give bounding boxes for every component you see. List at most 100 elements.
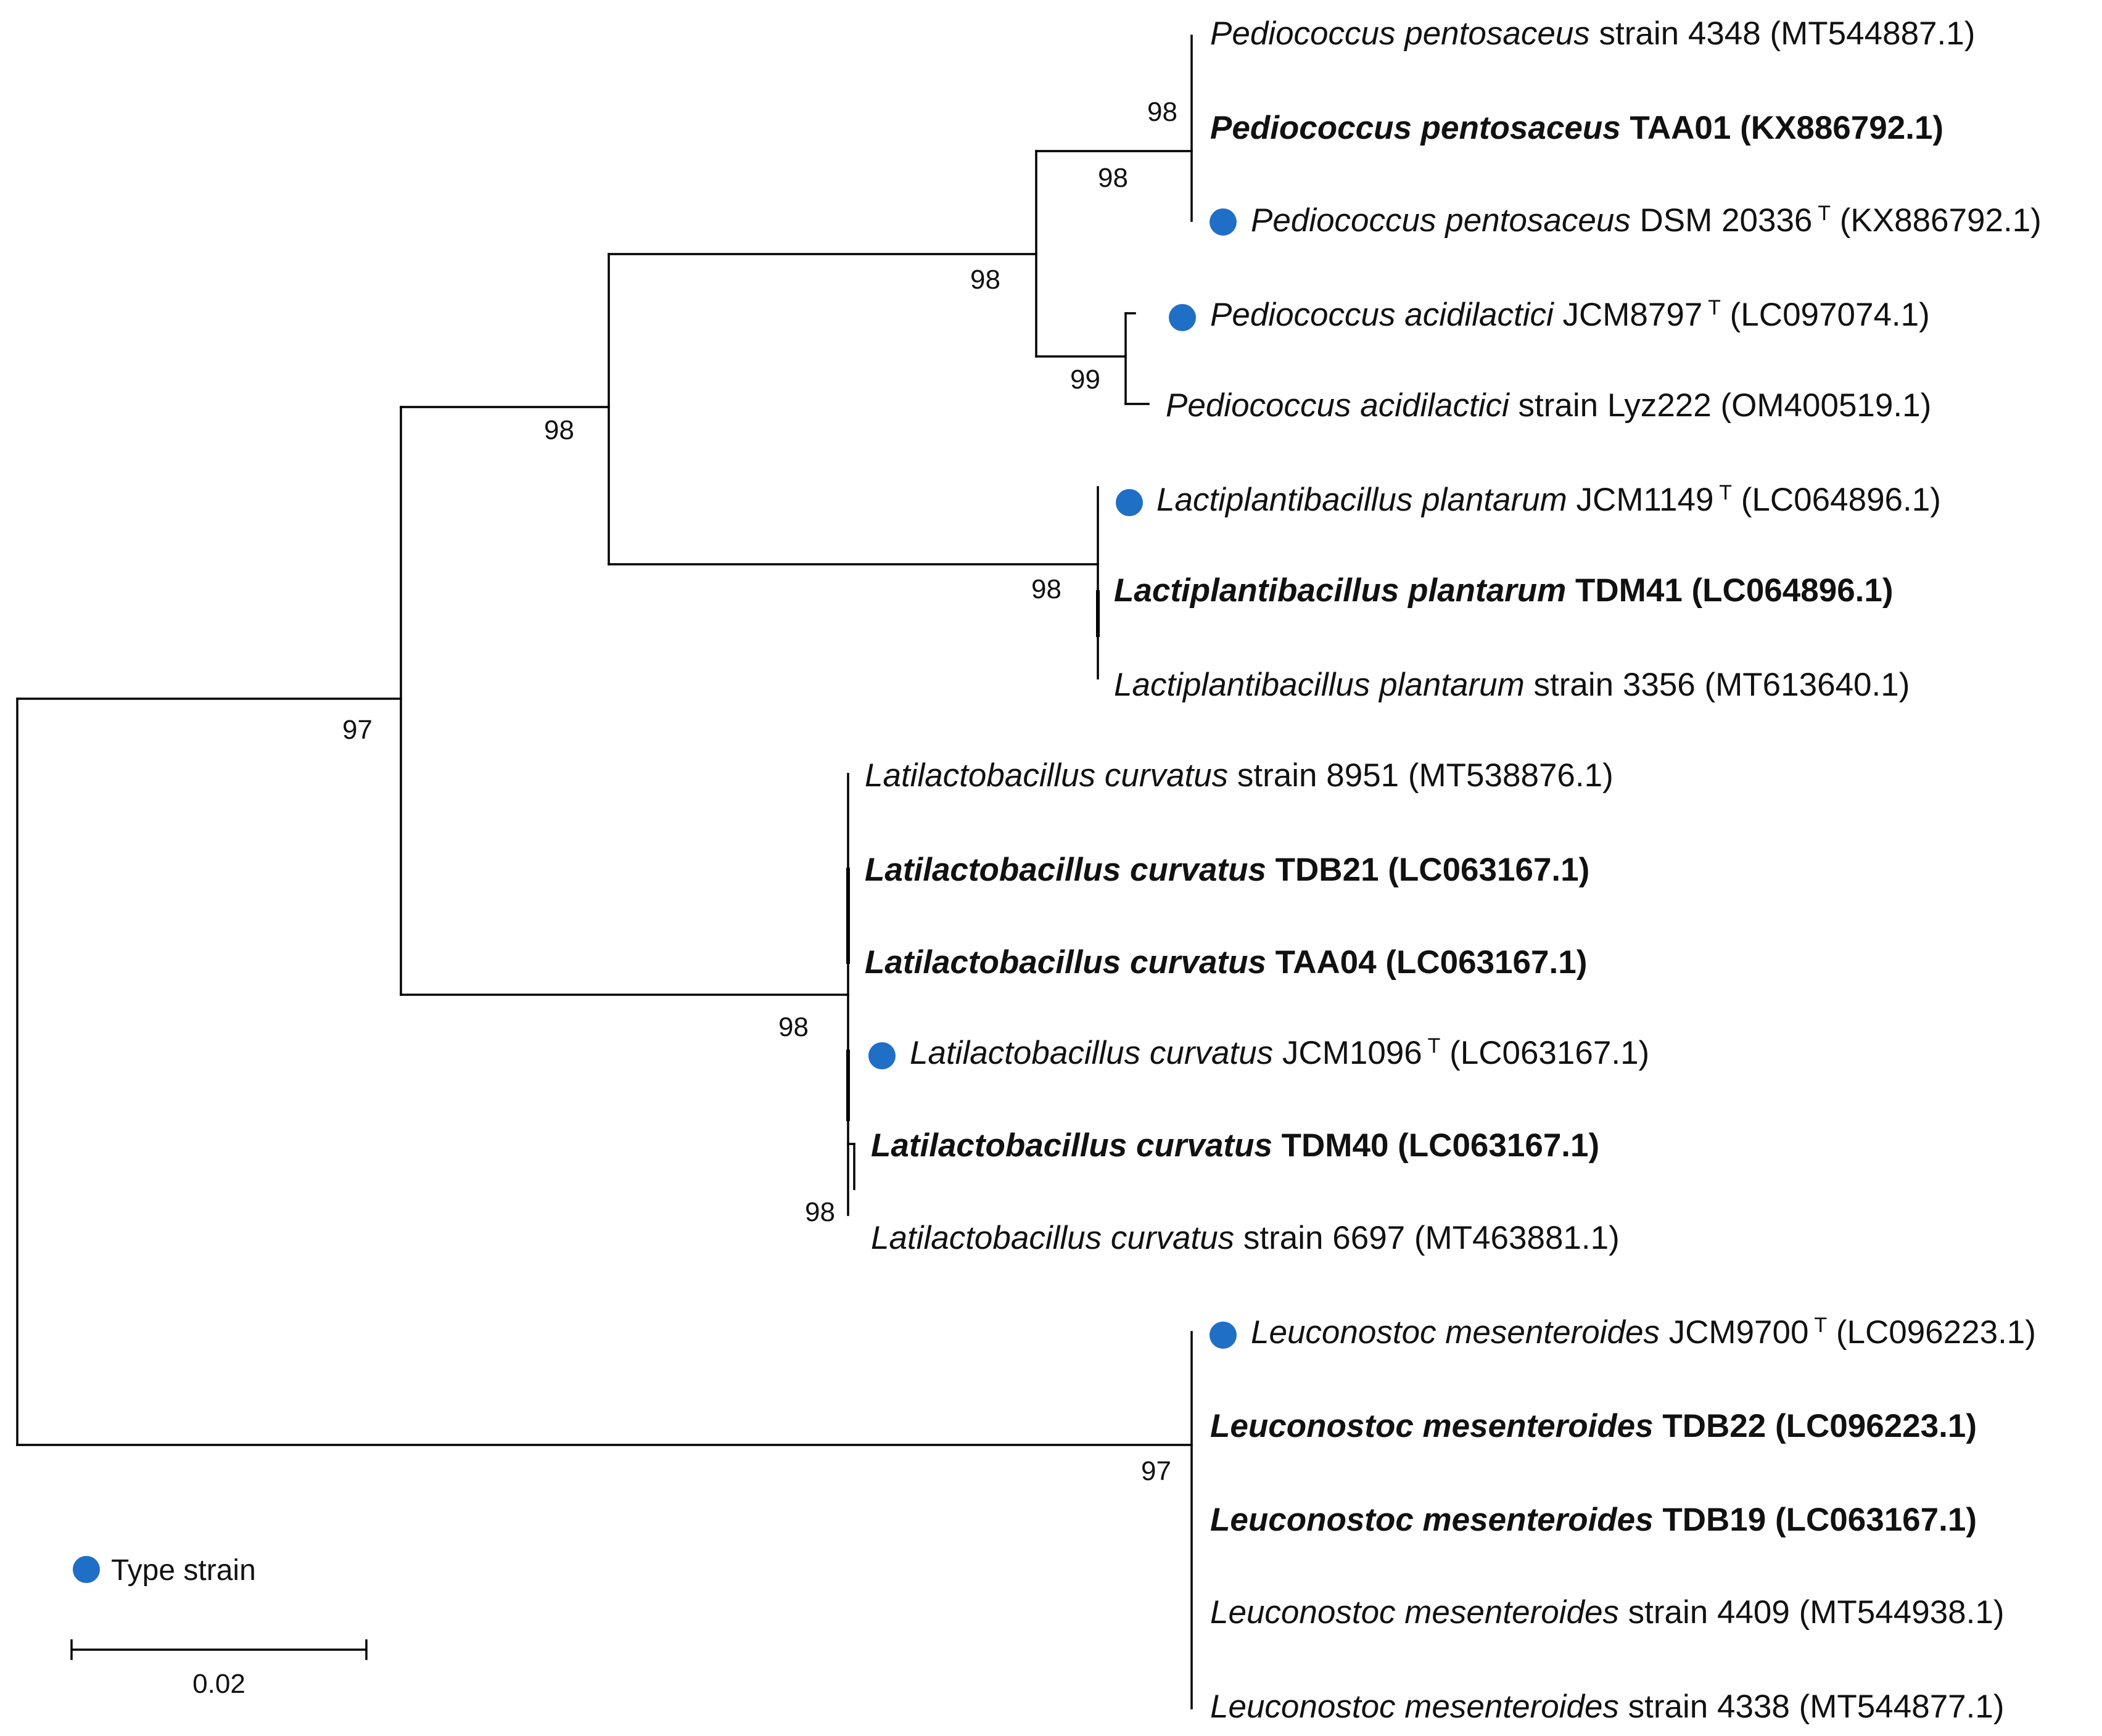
leaf-species: Lactiplantibacillus plantarum bbox=[1114, 572, 1566, 609]
type-strain-dot-icon bbox=[1210, 1322, 1237, 1349]
leaf-accession: (MT613640.1) bbox=[1696, 667, 1910, 703]
leaf-species: Lactiplantibacillus plantarum bbox=[1114, 667, 1525, 703]
leaf-accession: (LC063167.1) bbox=[1377, 944, 1588, 981]
leaf-accession: (MT544877.1) bbox=[1790, 1689, 2005, 1725]
leaf-strain: TAA04 bbox=[1266, 944, 1377, 981]
leaf-strain: JCM1096 bbox=[1273, 1035, 1422, 1071]
leaf-accession: (MT544938.1) bbox=[1790, 1594, 2005, 1631]
type-strain-dot-icon bbox=[1116, 489, 1143, 516]
leaf-strain: TDB22 bbox=[1654, 1408, 1766, 1444]
leaf-label: Pediococcus pentosaceus TAA01 (KX886792.… bbox=[1210, 110, 1943, 146]
leaf-label: Pediococcus acidilactici JCM8797 T (LC09… bbox=[1210, 296, 1930, 333]
leaf-strain: JCM8797 bbox=[1554, 297, 1703, 333]
leaf-species: Pediococcus pentosaceus bbox=[1251, 202, 1631, 239]
leaf-type-superscript: T bbox=[1422, 1034, 1441, 1058]
leaf-label: Leuconostoc mesenteroides TDB22 (LC09622… bbox=[1210, 1408, 1977, 1444]
leaf-strain: TDB19 bbox=[1654, 1502, 1766, 1538]
tree-branches bbox=[16, 35, 1193, 1709]
leaf-species: Latilactobacillus curvatus bbox=[865, 757, 1228, 794]
leaf-species: Latilactobacillus curvatus bbox=[871, 1220, 1234, 1256]
bootstrap-label: 98 bbox=[544, 415, 574, 445]
leaf-type-superscript: T bbox=[1702, 296, 1721, 319]
leaf-strain: JCM9700 bbox=[1660, 1314, 1809, 1351]
leaf-accession: (MT463881.1) bbox=[1405, 1220, 1620, 1256]
leaf-label: Latilactobacillus curvatus strain 6697 (… bbox=[871, 1220, 1620, 1256]
leaf-label: Pediococcus pentosaceus DSM 20336 T (KX8… bbox=[1251, 202, 2042, 239]
leaf-strain: TDM40 bbox=[1272, 1127, 1388, 1164]
leaf-strain: strain 4338 bbox=[1619, 1689, 1790, 1725]
leaf-label: Pediococcus acidilactici strain Lyz222 (… bbox=[1166, 387, 1931, 424]
leaf-label: Leuconostoc mesenteroides strain 4409 (M… bbox=[1210, 1594, 2005, 1631]
leaf-label: Lactiplantibacillus plantarum JCM1149 T … bbox=[1156, 481, 1941, 518]
tree-leaves: Pediococcus pentosaceus strain 4348 (MT5… bbox=[865, 15, 2042, 1725]
leaf-strain: DSM 20336 bbox=[1631, 202, 1813, 239]
legend: Type strain bbox=[73, 1554, 256, 1587]
leaf-type-superscript: T bbox=[1713, 481, 1732, 504]
leaf-strain: strain Lyz222 bbox=[1509, 387, 1712, 424]
leaf-species: Pediococcus acidilactici bbox=[1166, 387, 1510, 424]
leaf-label: Latilactobacillus curvatus strain 8951 (… bbox=[865, 757, 1614, 794]
leaf-label: Pediococcus pentosaceus strain 4348 (MT5… bbox=[1210, 15, 1975, 52]
leaf-species: Pediococcus pentosaceus bbox=[1210, 110, 1621, 146]
leaf-strain: strain 3356 bbox=[1525, 667, 1696, 703]
leaf-accession: (LC063167.1) bbox=[1440, 1035, 1649, 1071]
bootstrap-label: 98 bbox=[1147, 97, 1177, 127]
leaf-species: Lactiplantibacillus plantarum bbox=[1156, 482, 1567, 518]
leaf-accession: (MT544887.1) bbox=[1761, 15, 1976, 52]
leaf-accession: (LC064896.1) bbox=[1732, 482, 1941, 518]
leaf-species: Latilactobacillus curvatus bbox=[865, 852, 1266, 888]
leaf-label: Latilactobacillus curvatus JCM1096 T (LC… bbox=[910, 1034, 1649, 1071]
leaf-label: Leuconostoc mesenteroides TDB19 (LC06316… bbox=[1210, 1502, 1977, 1538]
leaf-species: Leuconostoc mesenteroides bbox=[1210, 1689, 1619, 1725]
leaf-species: Pediococcus pentosaceus bbox=[1210, 15, 1590, 52]
leaf-species: Pediococcus acidilactici bbox=[1210, 297, 1554, 333]
leaf-label: Latilactobacillus curvatus TAA04 (LC0631… bbox=[865, 944, 1587, 981]
leaf-accession: (KX886792.1) bbox=[1731, 110, 1943, 146]
leaf-type-superscript: T bbox=[1812, 202, 1831, 225]
bootstrap-values: 98 98 98 99 98 98 97 98 98 97 bbox=[342, 97, 1177, 1486]
scale-bar-line bbox=[70, 1639, 368, 1660]
leaf-label: Lactiplantibacillus plantarum strain 335… bbox=[1114, 667, 1910, 703]
bootstrap-label: 98 bbox=[1031, 574, 1061, 604]
leaf-accession: (KX886792.1) bbox=[1831, 202, 2042, 239]
leaf-strain: TAA01 bbox=[1621, 110, 1731, 146]
type-strain-dot-icon bbox=[1210, 208, 1237, 236]
leaf-strain: strain 8951 bbox=[1228, 757, 1399, 794]
bootstrap-label: 98 bbox=[778, 1012, 809, 1042]
bootstrap-label: 98 bbox=[805, 1197, 835, 1227]
leaf-accession: (LC063167.1) bbox=[1766, 1502, 1977, 1538]
bootstrap-label: 97 bbox=[342, 715, 373, 745]
leaf-strain: TDM41 bbox=[1566, 572, 1682, 609]
leaf-species: Leuconostoc mesenteroides bbox=[1251, 1314, 1660, 1351]
leaf-label: Latilactobacillus curvatus TDB21 (LC0631… bbox=[865, 852, 1589, 888]
bootstrap-label: 98 bbox=[1098, 163, 1128, 193]
leaf-accession: (LC096223.1) bbox=[1766, 1408, 1977, 1444]
leaf-strain: strain 4348 bbox=[1590, 15, 1761, 52]
leaf-accession: (OM400519.1) bbox=[1712, 387, 1931, 424]
scale-bar-label: 0.02 bbox=[192, 1669, 245, 1699]
leaf-accession: (LC063167.1) bbox=[1388, 1127, 1599, 1164]
leaf-strain: strain 4409 bbox=[1619, 1594, 1790, 1631]
leaf-species: Latilactobacillus curvatus bbox=[871, 1127, 1272, 1164]
leaf-accession: (LC097074.1) bbox=[1721, 297, 1930, 333]
leaf-accession: (MT538876.1) bbox=[1399, 757, 1614, 794]
type-strain-dot-icon bbox=[1169, 304, 1196, 331]
leaf-accession: (LC096223.1) bbox=[1827, 1314, 2036, 1351]
scale-bar: 0.02 bbox=[70, 1639, 368, 1699]
leaf-species: Latilactobacillus curvatus bbox=[910, 1035, 1273, 1071]
leaf-label: Lactiplantibacillus plantarum TDM41 (LC0… bbox=[1114, 572, 1894, 609]
leaf-species: Leuconostoc mesenteroides bbox=[1210, 1408, 1654, 1444]
bootstrap-label: 97 bbox=[1141, 1456, 1171, 1486]
leaf-species: Latilactobacillus curvatus bbox=[865, 944, 1266, 981]
legend-label: Type strain bbox=[111, 1554, 256, 1587]
leaf-strain: strain 6697 bbox=[1234, 1220, 1405, 1256]
bootstrap-label: 99 bbox=[1070, 364, 1100, 395]
leaf-label: Leuconostoc mesenteroides JCM9700 T (LC0… bbox=[1251, 1314, 2036, 1351]
leaf-type-superscript: T bbox=[1808, 1314, 1827, 1337]
bootstrap-label: 98 bbox=[970, 265, 1000, 295]
leaf-species: Leuconostoc mesenteroides bbox=[1210, 1502, 1654, 1538]
leaf-accession: (LC063167.1) bbox=[1379, 852, 1590, 888]
leaf-label: Leuconostoc mesenteroides strain 4338 (M… bbox=[1210, 1689, 2005, 1725]
leaf-strain: JCM1149 bbox=[1567, 482, 1714, 518]
